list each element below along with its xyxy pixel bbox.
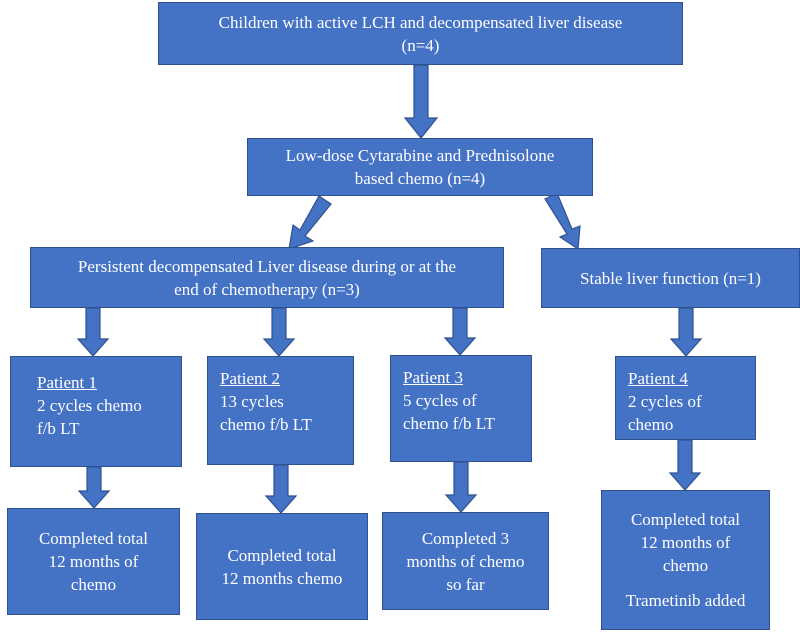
outcome4-line-2: 12 months of: [640, 533, 731, 552]
patient2-heading: Patient 2: [220, 369, 280, 388]
outcome3-box: Completed 3 months of chemo so far: [382, 512, 549, 610]
arrow-to-outcome3: [444, 461, 478, 513]
patient3-line-1: 5 cycles of: [403, 391, 477, 410]
outcome3-line-2: months of chemo: [406, 551, 525, 571]
outcome1-line-2: 12 months of: [48, 552, 139, 571]
root-line-2: (n=4): [401, 35, 440, 55]
arrow-to-outcome4: [668, 439, 702, 491]
outcome2-line-1: Completed total: [227, 545, 337, 565]
chemo-line-2: based chemo (n=4): [354, 169, 486, 188]
outcome1-line-3: chemo: [70, 575, 117, 594]
chemo-box: Low-dose Cytarabine and Prednisolone bas…: [247, 138, 593, 196]
patient4-line-2: chemo: [628, 415, 674, 434]
arrow-root-to-chemo: [403, 64, 439, 139]
root-box: Children with active LCH and decompensat…: [158, 2, 683, 65]
arrow-to-patient3: [443, 307, 477, 356]
outcome4-box: Completed total 12 months of chemo Trame…: [601, 490, 770, 630]
outcome3-line-1: Completed 3: [421, 528, 510, 548]
chemo-line-1: Low-dose Cytarabine and Prednisolone: [285, 146, 555, 165]
patient1-box: Patient 1 2 cycles chemo f/b LT: [10, 356, 182, 467]
persistent-line-1: Persistent decompensated Liver disease d…: [77, 256, 457, 276]
patient1-heading: Patient 1: [37, 373, 97, 392]
outcome3-line-3: so far: [446, 574, 485, 594]
root-line-1: Children with active LCH and decompensat…: [218, 12, 623, 32]
arrow-to-patient2: [262, 307, 296, 357]
stable-box: Stable liver function (n=1): [541, 248, 800, 308]
arrow-to-patient4: [669, 307, 703, 357]
persistent-box: Persistent decompensated Liver disease d…: [30, 247, 504, 308]
arrow-to-outcome1: [77, 466, 111, 509]
persistent-line-2: end of chemotherapy (n=3): [174, 279, 360, 299]
patient4-box: Patient 4 2 cycles of chemo: [615, 356, 756, 440]
patient2-line-2: chemo f/b LT: [220, 415, 312, 434]
patient1-line-1: 2 cycles chemo: [37, 396, 142, 415]
patient2-box: Patient 2 13 cycles chemo f/b LT: [207, 356, 354, 465]
patient3-line-2: chemo f/b LT: [403, 414, 495, 433]
patient2-line-1: 13 cycles: [220, 392, 284, 411]
patient3-heading: Patient 3: [403, 368, 463, 387]
outcome4-line-3: chemo: [662, 556, 709, 575]
outcome4-extra: Trametinib added: [625, 591, 746, 610]
patient4-heading: Patient 4: [628, 369, 688, 388]
outcome2-box: Completed total 12 months chemo: [196, 513, 368, 620]
outcome1-line-1: Completed total: [38, 529, 149, 548]
stable-line-1: Stable liver function (n=1): [580, 268, 761, 288]
outcome1-box: Completed total 12 months of chemo: [7, 508, 180, 615]
patient3-box: Patient 3 5 cycles of chemo f/b LT: [390, 355, 532, 462]
outcome2-line-2: 12 months chemo: [221, 568, 343, 588]
arrow-chemo-to-stable: [544, 192, 581, 251]
patient4-line-1: 2 cycles of: [628, 392, 702, 411]
patient1-line-2: f/b LT: [37, 419, 80, 438]
arrow-to-outcome2: [264, 464, 298, 514]
outcome4-line-1: Completed total: [630, 510, 741, 529]
arrow-to-patient1: [76, 307, 110, 357]
arrow-chemo-to-persistent: [288, 195, 332, 250]
